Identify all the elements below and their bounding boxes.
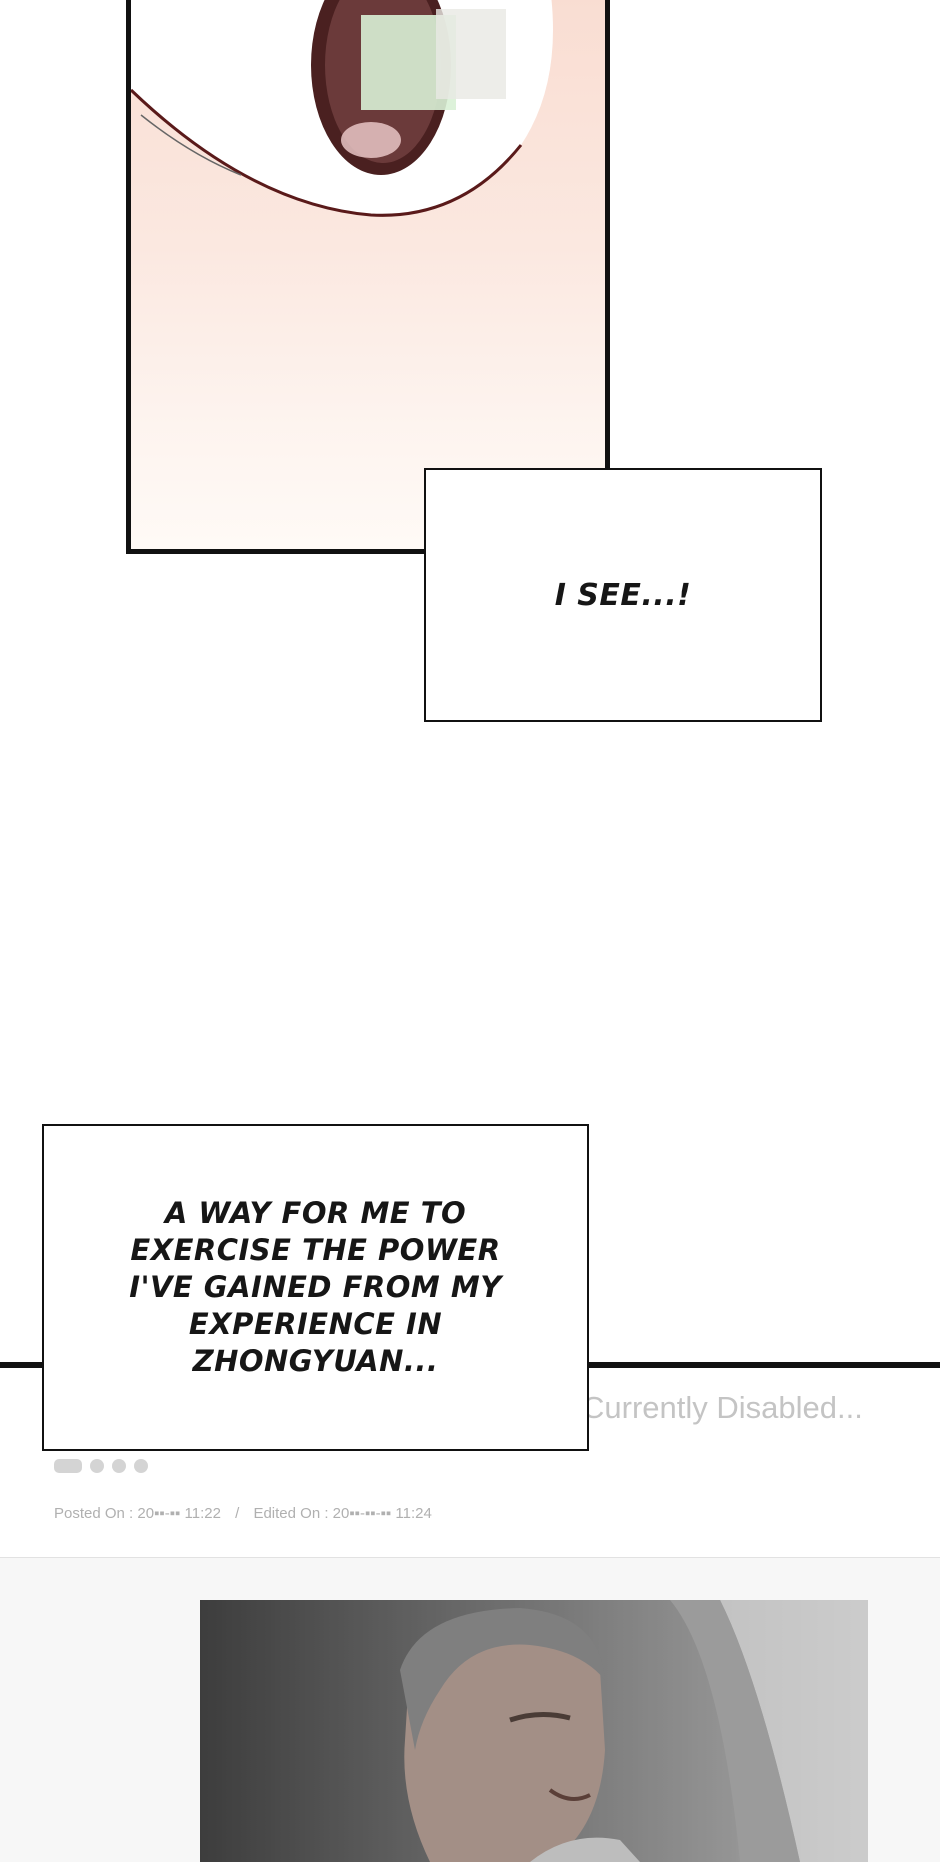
meta-separator: / [235, 1505, 240, 1522]
man-head [404, 1611, 605, 1862]
photo-man [200, 1600, 868, 1862]
posted-value: 20▪▪-▪▪ 11:22 [137, 1505, 221, 1522]
reaction-icon[interactable] [54, 1459, 82, 1473]
caption-text-i-see: I SEE...! [554, 577, 692, 613]
reaction-icons [54, 1459, 148, 1473]
man-hair [400, 1608, 605, 1750]
edited-value: 20▪▪-▪▪-▪▪ 11:24 [332, 1505, 432, 1522]
eye-reflection-window-side [436, 9, 506, 99]
reaction-icon[interactable] [112, 1459, 126, 1473]
post-meta: Posted On : 20▪▪-▪▪ 11:22 / Edited On : … [54, 1505, 432, 1522]
caption-text-a-way: A WAY FOR ME TO EXERCISE THE POWER I'VE … [129, 1196, 502, 1378]
eye-illustration [131, 0, 553, 217]
reaction-icon[interactable] [90, 1459, 104, 1473]
eye-crease [140, 114, 242, 176]
manga-panel-eye [126, 0, 610, 554]
man-collar [530, 1837, 640, 1862]
photo-illustration [200, 1600, 868, 1862]
edited-label: Edited On : [253, 1505, 329, 1522]
eye-highlight [341, 122, 401, 158]
eye-lid-line [131, 88, 523, 217]
posted-label: Posted On : [54, 1505, 134, 1522]
section-divider [0, 1557, 940, 1558]
caption-box-a-way: A WAY FOR ME TO EXERCISE THE POWER I'VE … [42, 1124, 589, 1451]
caption-box-i-see: I SEE...! [424, 468, 822, 722]
reaction-icon[interactable] [134, 1459, 148, 1473]
comments-disabled-text: Currently Disabled... [582, 1390, 863, 1425]
